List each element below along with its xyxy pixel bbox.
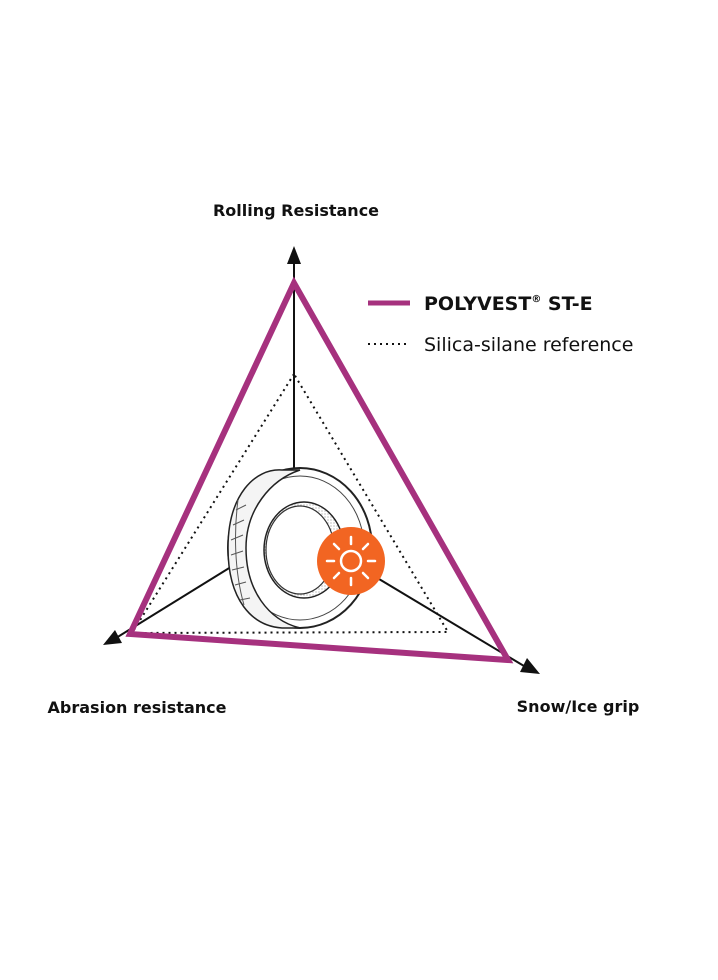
axis-top-arrow [287, 246, 301, 264]
reference-series [130, 372, 450, 635]
axis-label-snow-ice-grip: Snow/Ice grip [517, 697, 640, 716]
axis-left-arrow [103, 630, 122, 645]
legend-label-reference: Silica-silane reference [424, 334, 633, 356]
legend: POLYVEST® ST-E Silica-silane reference [368, 293, 633, 356]
sun-icon [317, 527, 385, 595]
polyvest-series [125, 276, 514, 664]
axis-right-arrow [520, 658, 540, 674]
axis-label-abrasion-resistance: Abrasion resistance [48, 698, 227, 717]
axis-label-rolling-resistance: Rolling Resistance [213, 201, 379, 220]
legend-label-polyvest: POLYVEST® ST-E [424, 293, 593, 315]
